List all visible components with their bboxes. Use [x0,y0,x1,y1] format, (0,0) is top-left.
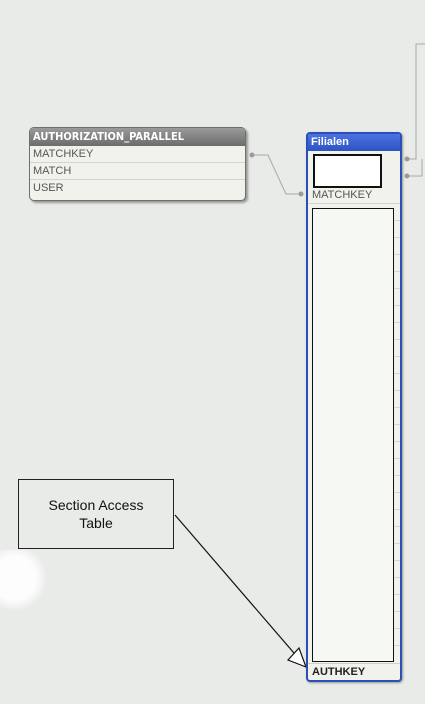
field-match[interactable]: MATCH [30,163,245,180]
table-filialen[interactable]: Filialen MATCHKEY AUTHKEY [306,132,402,682]
link-endpoint [249,152,255,158]
link-endpoint [404,173,410,179]
offscreen-association-line [406,159,423,177]
offscreen-association-line [406,43,425,160]
table-title[interactable]: Filialen [308,134,400,151]
field-user[interactable]: USER [33,182,64,194]
callout-text: Section Access Table [48,497,144,531]
redacted-field-list [312,208,394,662]
callout-arrowhead [286,646,308,669]
field-authkey[interactable]: AUTHKEY [308,663,400,680]
link-endpoint [404,156,410,162]
link-endpoint [298,191,304,197]
background-smudge [0,550,48,612]
field-matchkey[interactable]: MATCHKEY [30,146,245,163]
table-title[interactable]: AUTHORIZATION_PARALLEL [30,128,245,146]
callout-box: Section Access Table [18,479,174,549]
callout-arrow-line [174,514,301,661]
redacted-field-block [313,154,382,188]
table-authorization-parallel[interactable]: AUTHORIZATION_PARALLEL MATCHKEY MATCH US… [29,127,246,201]
field-matchkey[interactable]: MATCHKEY [308,187,400,204]
field-row-dividers [392,204,400,662]
matchkey-association-line [250,154,302,195]
